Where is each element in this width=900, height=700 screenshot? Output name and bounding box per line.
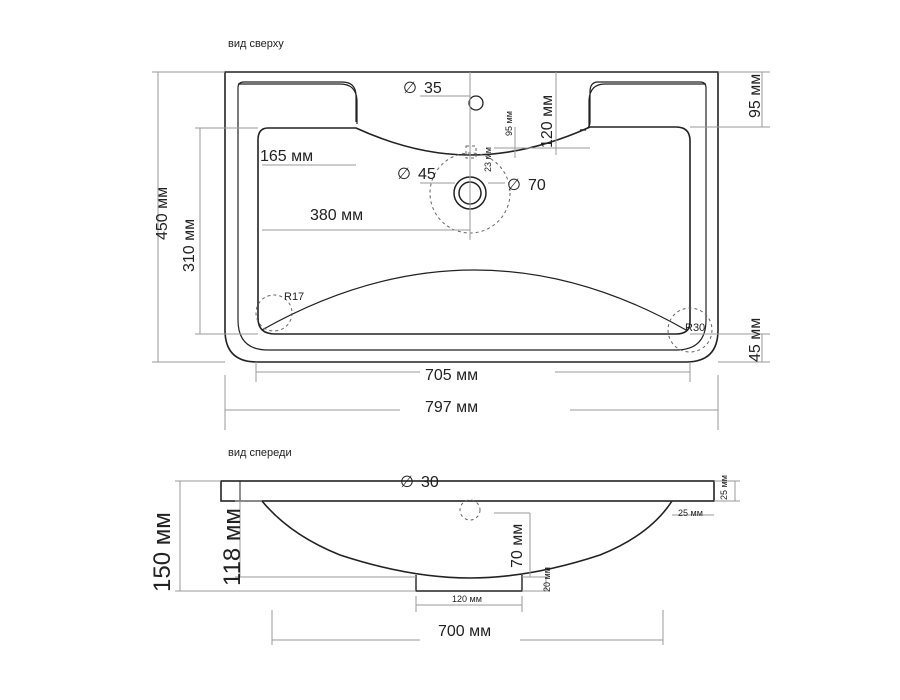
dim-165-label: 165 мм <box>260 148 313 165</box>
tap-hole <box>468 95 484 111</box>
dim-25-side-label: 25 мм <box>678 508 703 518</box>
radius-r17-label: R17 <box>284 291 304 303</box>
radius-r30-circle <box>667 307 713 353</box>
dim-380-label: 380 мм <box>310 207 363 224</box>
bowl-outline <box>257 126 691 335</box>
dim-45-label: 45 мм <box>747 318 764 362</box>
dim-700-label: 700 мм <box>438 623 491 640</box>
diameter-symbol-35: ∅ <box>403 80 417 97</box>
diameter-symbol-30: ∅ <box>400 474 414 491</box>
dim-450-label: 450 мм <box>154 187 171 240</box>
front-overflow-circle <box>459 499 481 521</box>
front-drain-neck <box>415 575 523 592</box>
overflow-hole <box>465 145 477 159</box>
drain-diameter-70-label: 70 <box>528 177 546 194</box>
dim-95-small-label: 95 мм <box>504 111 514 136</box>
dim-705-label: 705 мм <box>425 367 478 384</box>
right-deck-pad <box>588 83 706 126</box>
basin-outer-outline <box>224 71 719 363</box>
left-deck-pad <box>238 83 358 124</box>
front-slab <box>220 480 715 502</box>
dim-118-label: 118 мм <box>219 508 246 586</box>
dim-95-right-label: 95 мм <box>747 74 764 118</box>
top-view-title: вид сверху <box>228 38 284 50</box>
tap-hole-diameter-label: 35 <box>424 80 442 97</box>
dim-120-front-label: 120 мм <box>452 594 482 604</box>
radius-r30-label: R30 <box>685 322 705 334</box>
dim-20-label: 20 мм <box>542 567 552 592</box>
front-view-title: вид спереди <box>228 447 292 459</box>
dim-70-label: 70 мм <box>509 524 526 568</box>
dim-120-label: 120 мм <box>539 95 556 148</box>
dim-23-label: 23 мм <box>483 147 493 172</box>
dim-25-top-label: 25 мм <box>719 475 729 500</box>
dim-150-label: 150 мм <box>149 512 176 592</box>
dim-310-label: 310 мм <box>181 219 198 272</box>
basin-rim-outline <box>237 81 707 351</box>
diameter-symbol-70: ∅ <box>507 177 521 194</box>
drain-diameter-45-label: 45 <box>418 166 436 183</box>
diameter-symbol-45: ∅ <box>397 166 411 183</box>
front-diameter-30-label: 30 <box>421 474 439 491</box>
dim-797-label: 797 мм <box>425 399 478 416</box>
radius-r17-circle <box>255 294 293 332</box>
front-bowl-curve <box>261 500 673 579</box>
bowl-slope-arc <box>261 269 687 331</box>
